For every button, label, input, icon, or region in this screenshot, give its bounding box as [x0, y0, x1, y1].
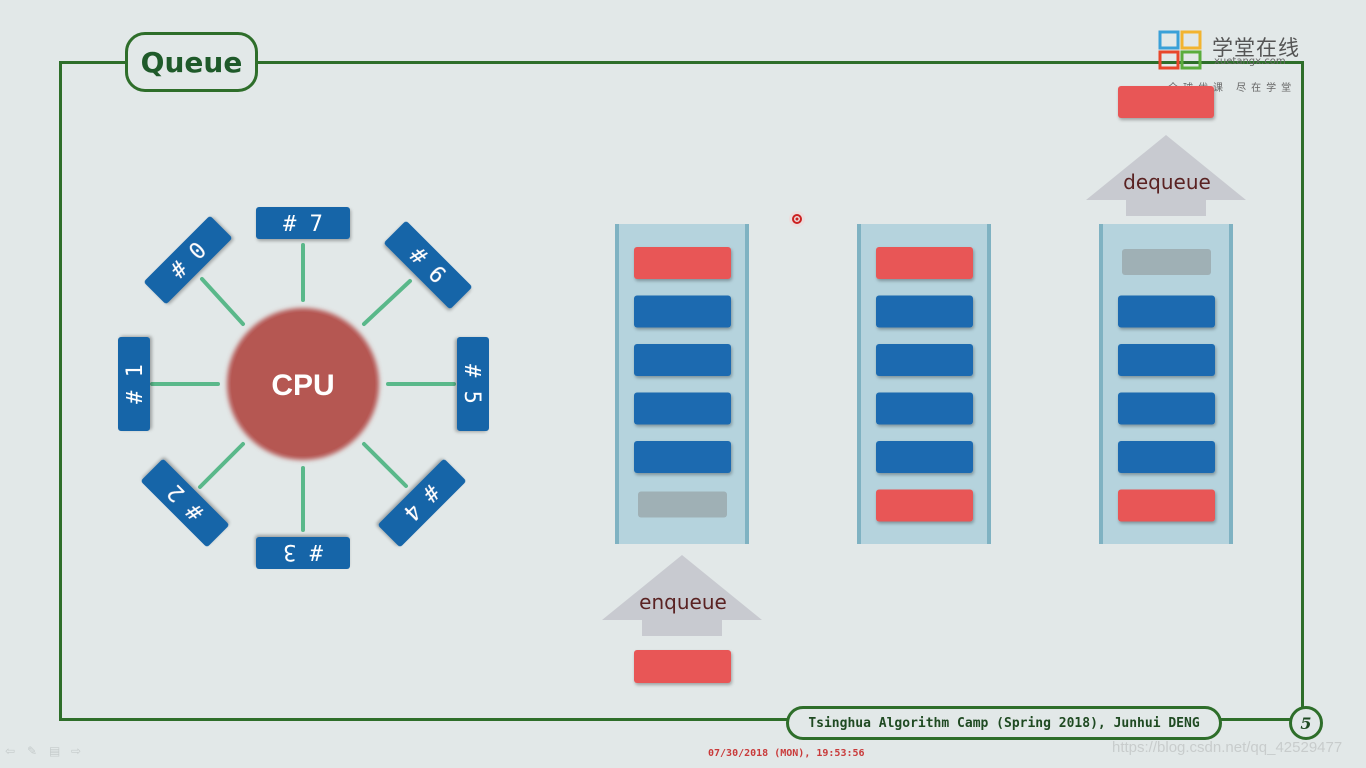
enqueue-arrow: enqueue	[602, 555, 762, 636]
queue-item-red	[1118, 489, 1215, 522]
page-number: 5	[1289, 706, 1323, 740]
process-5-label: # 5	[459, 364, 484, 404]
pen-icon[interactable]: ✎	[27, 744, 38, 758]
queue-item-blue	[1118, 392, 1215, 425]
process-4: # 4	[378, 459, 466, 547]
process-3-label: # 3	[283, 539, 323, 564]
xuetangx-logo: 学堂在线 xuetangx.com 全球优课 尽在学堂	[1158, 30, 1318, 94]
queue-column-edge	[987, 224, 991, 544]
connector-6	[362, 279, 412, 326]
process-1-label: # 1	[123, 364, 148, 404]
queue-column-edge	[615, 224, 619, 544]
queue-item-red	[876, 489, 973, 522]
queue-item-blue	[634, 392, 731, 425]
queue-column-edge	[857, 224, 861, 544]
timestamp: 07/30/2018 (MON), 19:53:56	[708, 748, 865, 759]
slide-controls[interactable]: ⇦ ✎ ▤ ⇨	[5, 745, 85, 757]
dequeue-arrow: dequeue	[1086, 135, 1246, 216]
queue-column-1	[857, 224, 991, 544]
queue-columns	[615, 224, 1233, 544]
process-7: # 7	[256, 207, 350, 239]
queue-item-blue	[876, 392, 973, 425]
queue-item-blue	[876, 441, 973, 473]
slide-footer: Tsinghua Algorithm Camp (Spring 2018), J…	[786, 706, 1222, 740]
cpu-node: CPU	[227, 308, 379, 460]
watermark: https://blog.csdn.net/qq_42529477	[1112, 739, 1343, 756]
logo-slogan: 全球优课 尽在学堂	[1168, 83, 1297, 94]
queue-column-0	[615, 224, 749, 544]
process-0: # 0	[144, 216, 232, 304]
queue-item-blue	[634, 295, 731, 328]
menu-icon[interactable]: ▤	[49, 744, 61, 758]
queue-column-edge	[745, 224, 749, 544]
cpu-connectors	[150, 243, 456, 532]
connector-0	[200, 277, 245, 326]
queue-item-blue	[876, 344, 973, 376]
slide-frame	[59, 61, 1304, 721]
queue-item-red	[634, 247, 731, 279]
prev-slide-icon[interactable]: ⇦	[5, 744, 16, 758]
queue-column-edge	[1099, 224, 1103, 544]
queue-column-edge	[1229, 224, 1233, 544]
dequeue-label: dequeue	[1123, 170, 1211, 194]
queue-item-blue	[634, 441, 731, 473]
queue-item-gray	[1122, 249, 1211, 275]
logo-name: 学堂在线	[1212, 36, 1300, 60]
enqueue-label: enqueue	[639, 590, 727, 614]
connector-4	[362, 442, 408, 488]
enqueue-item	[634, 650, 731, 683]
queue-item-gray	[638, 491, 727, 518]
dequeue-item	[1118, 86, 1214, 118]
queue-item-blue	[634, 344, 731, 376]
process-5: # 5	[457, 337, 489, 431]
process-1: # 1	[118, 337, 150, 431]
queue-item-blue	[1118, 344, 1215, 376]
xuetangx-logo-icon	[1158, 30, 1202, 70]
queue-item-blue	[1118, 295, 1215, 328]
process-6: # 6	[384, 221, 472, 309]
cpu-label: CPU	[271, 369, 334, 402]
queue-item-blue	[876, 295, 973, 328]
queue-item-red	[876, 247, 973, 279]
connector-2	[198, 442, 245, 489]
logo-domain: xuetangx.com	[1214, 56, 1286, 67]
slide-title: Queue	[125, 32, 258, 92]
next-slide-icon[interactable]: ⇨	[71, 744, 82, 758]
process-3: # 3	[256, 537, 350, 569]
queue-item-blue	[1118, 441, 1215, 473]
queue-column-2	[1099, 224, 1233, 544]
process-7-label: # 7	[283, 212, 323, 237]
laser-pointer-icon	[789, 211, 805, 227]
